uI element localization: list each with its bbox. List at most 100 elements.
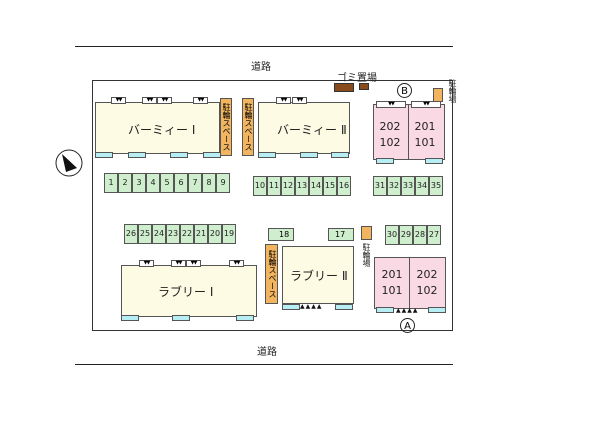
unit-number: 201 bbox=[414, 120, 436, 133]
parking-space-number: 18 bbox=[279, 230, 290, 239]
parking-space: 32 bbox=[387, 176, 401, 196]
parking-space: 26 bbox=[124, 224, 138, 244]
parking-space: 10 bbox=[253, 176, 267, 196]
site-boundary bbox=[92, 80, 453, 331]
parking-space: 19 bbox=[222, 224, 236, 244]
building-a bbox=[374, 257, 446, 309]
garbage-area bbox=[334, 83, 354, 92]
door-mark: ▼▼ bbox=[139, 260, 154, 267]
balcony bbox=[172, 315, 190, 321]
building-b-divider bbox=[408, 104, 409, 160]
bottom-road-line bbox=[75, 364, 453, 365]
balcony bbox=[170, 152, 188, 158]
balcony bbox=[128, 152, 146, 158]
parking-space: 6 bbox=[174, 173, 188, 193]
door-mark: ▼▼ bbox=[376, 101, 406, 108]
door-mark: ▼▼ bbox=[111, 97, 126, 104]
parking-space: 21 bbox=[194, 224, 208, 244]
garbage-label: ゴミ置場 bbox=[337, 73, 377, 84]
parking-space: 8 bbox=[202, 173, 216, 193]
door-mark: ▼▼ bbox=[142, 97, 157, 104]
bicycle-space-3: 駐輪スペース bbox=[265, 244, 278, 304]
parking-space-17: 17 bbox=[328, 228, 354, 241]
door-mark: ▼▼ bbox=[229, 260, 244, 267]
north-arrow-icon bbox=[55, 149, 83, 177]
balcony bbox=[236, 315, 254, 321]
balcony bbox=[331, 152, 349, 158]
balcony bbox=[376, 158, 394, 164]
parking-space: 27 bbox=[427, 225, 441, 245]
building-lovely-1-name: ラブリー Ⅰ bbox=[158, 285, 214, 299]
door-mark: ▼▼ bbox=[276, 97, 291, 104]
unit-number: 202 bbox=[379, 120, 401, 133]
parking-space: 25 bbox=[138, 224, 152, 244]
unit-number: 101 bbox=[381, 284, 403, 297]
unit-number: 102 bbox=[416, 284, 438, 297]
parking-space: 4 bbox=[146, 173, 160, 193]
parking-space-18: 18 bbox=[268, 228, 294, 241]
parking-space: 35 bbox=[429, 176, 443, 196]
balcony bbox=[335, 304, 353, 310]
parking-space: 5 bbox=[160, 173, 174, 193]
parking-space: 29 bbox=[399, 225, 413, 245]
building-b bbox=[373, 104, 445, 160]
balcony bbox=[376, 307, 394, 313]
unit-number: 201 bbox=[381, 268, 403, 281]
unit-number: 101 bbox=[414, 136, 436, 149]
building-berry-2-name: バーミィー Ⅱ bbox=[277, 123, 347, 137]
bicycle-parking-top bbox=[433, 88, 443, 102]
balcony bbox=[300, 152, 318, 158]
parking-space: 12 bbox=[281, 176, 295, 196]
bicycle-parking-mid bbox=[361, 226, 372, 240]
door-mark: ▼▼ bbox=[171, 260, 186, 267]
parking-space: 20 bbox=[208, 224, 222, 244]
unit-number: 102 bbox=[379, 136, 401, 149]
balcony bbox=[95, 152, 113, 158]
parking-space: 13 bbox=[295, 176, 309, 196]
parking-space: 15 bbox=[323, 176, 337, 196]
building-berry-1-name: バーミィー Ⅰ bbox=[128, 123, 196, 137]
parking-space-number: 17 bbox=[335, 230, 346, 239]
parking-space: 2 bbox=[118, 173, 132, 193]
parking-space: 9 bbox=[216, 173, 230, 193]
marker-b: B bbox=[397, 83, 412, 98]
parking-space: 31 bbox=[373, 176, 387, 196]
parking-space: 1 bbox=[104, 173, 118, 193]
parking-space: 34 bbox=[415, 176, 429, 196]
balcony bbox=[282, 304, 300, 310]
parking-space: 11 bbox=[267, 176, 281, 196]
bottom-road-label: 道路 bbox=[257, 347, 277, 358]
marker-a: A bbox=[400, 318, 415, 333]
building-lovely-2 bbox=[282, 246, 354, 304]
parking-space: 23 bbox=[166, 224, 180, 244]
bicycle-parking-top-label: 駐輪場 bbox=[448, 79, 457, 103]
top-road-line bbox=[75, 46, 453, 47]
parking-space: 33 bbox=[401, 176, 415, 196]
balcony bbox=[203, 152, 221, 158]
door-mark: ▼▼ bbox=[157, 97, 172, 104]
parking-space: 3 bbox=[132, 173, 146, 193]
top-road-label: 道路 bbox=[251, 62, 271, 73]
bicycle-space-2: 駐輪スペース bbox=[242, 98, 254, 156]
entry-mark: ▲▲▲▲ bbox=[300, 303, 323, 310]
parking-space: 28 bbox=[413, 225, 427, 245]
door-mark: ▼▼ bbox=[193, 97, 208, 104]
door-mark: ▼▼ bbox=[411, 101, 441, 108]
balcony bbox=[428, 307, 446, 313]
unit-number: 202 bbox=[416, 268, 438, 281]
parking-space: 7 bbox=[188, 173, 202, 193]
door-mark: ▼▼ bbox=[292, 97, 307, 104]
parking-space: 16 bbox=[337, 176, 351, 196]
parking-space: 22 bbox=[180, 224, 194, 244]
balcony bbox=[258, 152, 276, 158]
entry-mark: ▲▲▲▲ bbox=[396, 307, 419, 314]
building-a-divider bbox=[409, 257, 410, 309]
building-berry-1 bbox=[95, 102, 220, 154]
balcony bbox=[121, 315, 139, 321]
parking-space: 24 bbox=[152, 224, 166, 244]
garbage-area-small bbox=[359, 83, 369, 90]
balcony bbox=[425, 158, 443, 164]
bicycle-parking-mid-label: 駐輪場 bbox=[362, 243, 371, 267]
parking-space: 30 bbox=[385, 225, 399, 245]
bicycle-space-1: 駐輪スペース bbox=[220, 98, 232, 156]
